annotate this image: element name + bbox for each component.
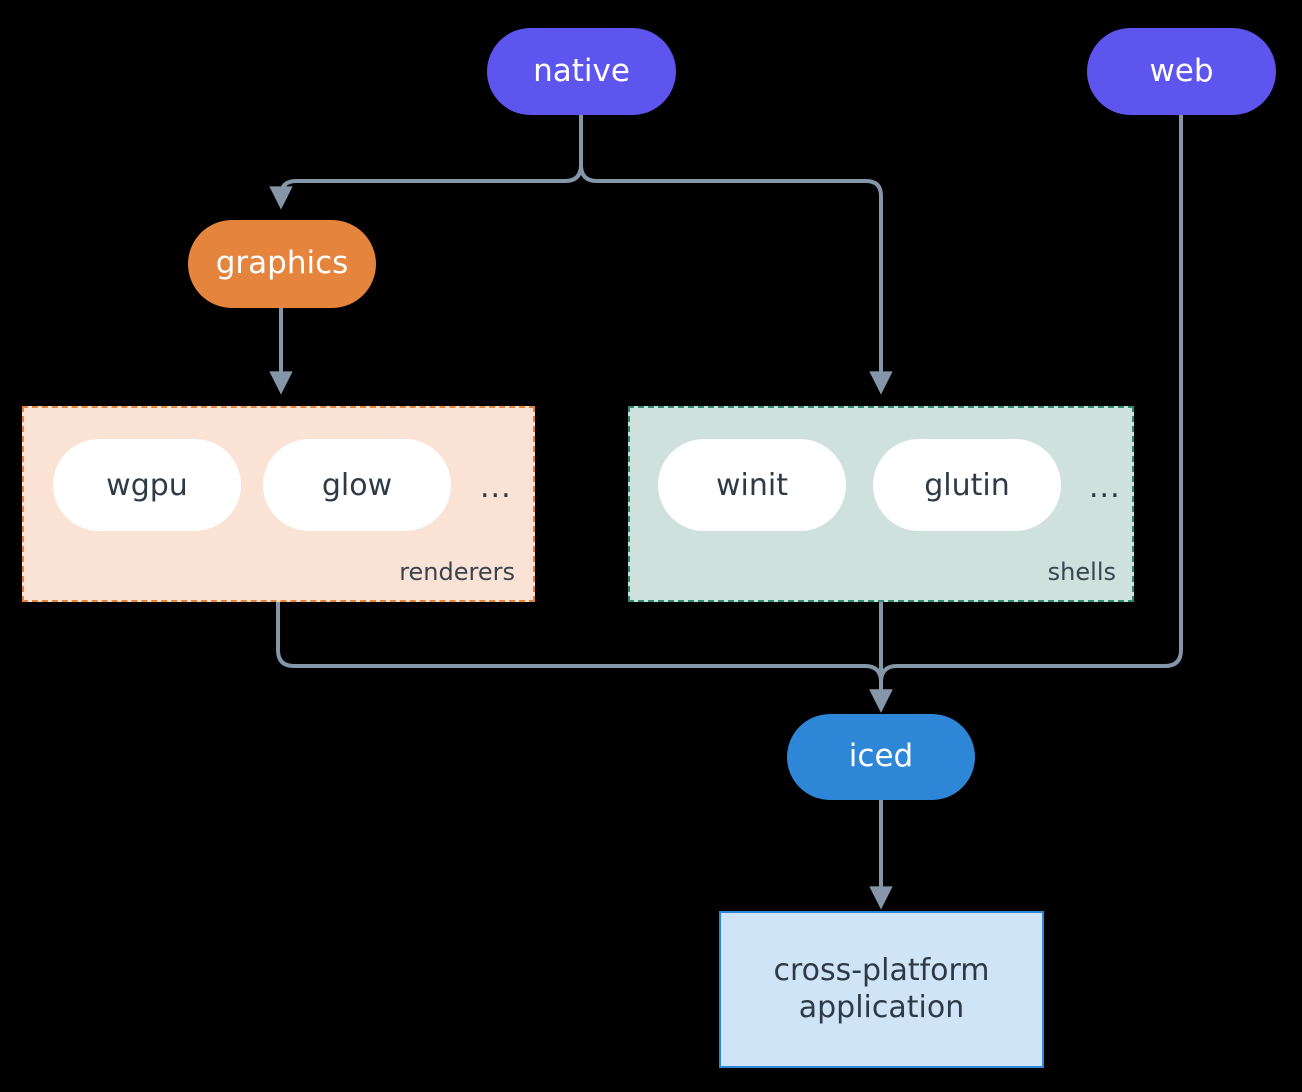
leaf-glow[interactable]: glow	[263, 439, 451, 531]
node-iced[interactable]: iced	[787, 714, 975, 800]
leaf-winit-label: winit	[716, 467, 788, 503]
cluster-shells-label: shells	[1047, 558, 1116, 586]
node-graphics-label: graphics	[215, 245, 349, 282]
node-application[interactable]: cross-platform application	[719, 911, 1044, 1068]
node-application-line2: application	[798, 989, 965, 1025]
node-web[interactable]: web	[1087, 28, 1276, 115]
leaf-glow-label: glow	[321, 467, 393, 503]
leaf-wgpu[interactable]: wgpu	[53, 439, 241, 531]
node-native[interactable]: native	[487, 28, 676, 115]
node-native-label: native	[533, 52, 630, 89]
shells-overflow-ellipsis: ...	[1089, 470, 1121, 505]
cluster-renderers: wgpu glow ... renderers	[22, 406, 535, 602]
node-application-line1: cross-platform	[773, 952, 990, 988]
leaf-glutin[interactable]: glutin	[873, 439, 1061, 531]
leaf-glutin-label: glutin	[924, 467, 1010, 503]
edge-renderers-to-iced	[276, 602, 893, 713]
cluster-shells: winit glutin ... shells	[628, 406, 1134, 602]
edge-native-to-shells	[579, 115, 893, 395]
node-graphics[interactable]: graphics	[188, 220, 376, 308]
renderers-overflow-ellipsis: ...	[480, 470, 512, 505]
leaf-winit[interactable]: winit	[658, 439, 846, 531]
leaf-wgpu-label: wgpu	[106, 467, 188, 503]
node-web-label: web	[1149, 52, 1214, 89]
node-iced-label: iced	[848, 738, 914, 775]
edge-native-to-graphics	[269, 115, 583, 210]
cluster-renderers-label: renderers	[399, 558, 515, 586]
